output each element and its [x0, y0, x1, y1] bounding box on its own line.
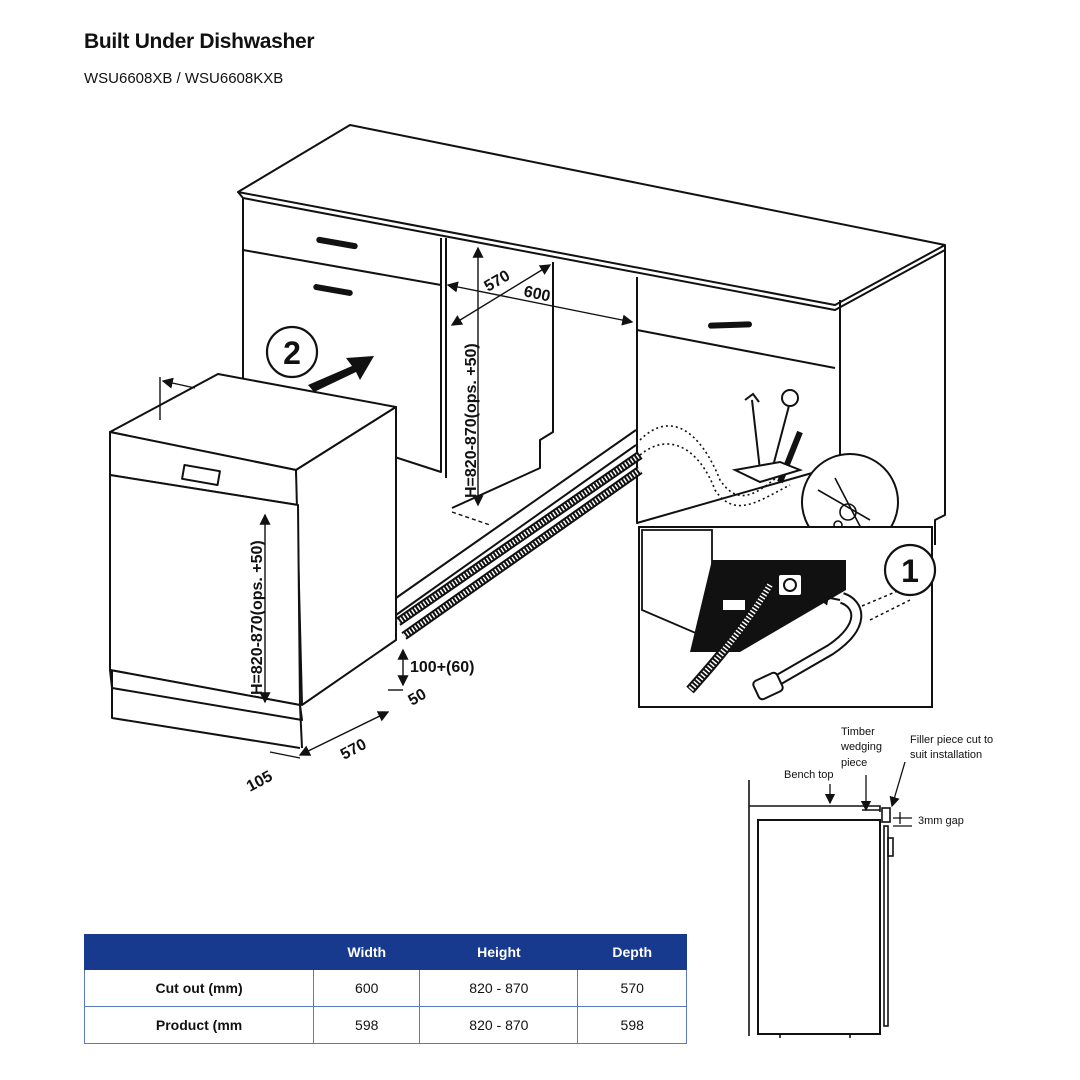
table-header-row: Width Height Depth	[83, 934, 687, 970]
table-row: Product (mm 598 820 - 870 598	[83, 1006, 687, 1044]
detail-leader-lines	[824, 761, 912, 827]
appliance-dimensions	[159, 377, 409, 759]
cutout-width-label: 600	[522, 283, 552, 305]
drawer-handles	[313, 236, 752, 329]
step-1-number: 1	[901, 553, 919, 589]
cell-depth: 598	[577, 1006, 687, 1044]
cutout-height-label: H=820-870(ops. +50)	[463, 343, 480, 498]
cell-width: 598	[313, 1006, 421, 1044]
filler-label-line-2: suit installation	[910, 749, 982, 761]
plinth-height-label: 100+(60)	[410, 659, 475, 676]
kitchen-cabinets	[237, 124, 946, 616]
hose-routing-dotted	[639, 425, 791, 507]
page-title: Built Under Dishwasher	[84, 30, 315, 53]
timber-label-line-2: wedging	[840, 741, 882, 753]
cell-width: 600	[313, 969, 421, 1007]
side-section-detail	[748, 780, 894, 1038]
model-numbers: WSU6608XB / WSU6608KXB	[84, 70, 284, 87]
dishwasher	[109, 373, 397, 749]
drain-hose	[395, 451, 643, 640]
step-2-badge	[265, 325, 319, 379]
step-1-badge	[883, 543, 937, 597]
table-header-height: Height	[419, 934, 579, 970]
row-label: Product (mm	[83, 1006, 315, 1044]
cell-height: 820 - 870	[419, 1006, 579, 1044]
bench-top-label: Bench top	[784, 769, 834, 781]
push-arrow-icon	[308, 356, 374, 392]
inset-content	[641, 529, 911, 701]
appliance-depth-label: 570	[338, 736, 370, 764]
table-header-width: Width	[313, 934, 421, 970]
table-header-depth: Depth	[577, 934, 687, 970]
tap-fittings	[731, 389, 804, 484]
filler-label-line-1: Filler piece cut to	[910, 734, 993, 746]
plinth-recess-label: 50	[406, 686, 430, 710]
gap-label: 3mm gap	[918, 815, 964, 827]
row-label: Cut out (mm)	[83, 969, 315, 1007]
timber-label-line-1: Timber	[841, 726, 875, 738]
dimensions-table: Width Height Depth Cut out (mm) 600 820 …	[83, 934, 687, 1044]
step-2-number: 2	[283, 335, 301, 371]
cell-height: 820 - 870	[419, 969, 579, 1007]
cell-depth: 570	[577, 969, 687, 1007]
appliance-height-label: H=820-870(ops. +50)	[249, 540, 266, 695]
timber-label-line-3: piece	[841, 757, 867, 769]
table-row: Cut out (mm) 600 820 - 870 570	[83, 969, 687, 1007]
cutout-dimensions	[446, 246, 634, 526]
table-header-blank	[83, 934, 315, 970]
foot-offset-label: 105	[244, 768, 276, 796]
